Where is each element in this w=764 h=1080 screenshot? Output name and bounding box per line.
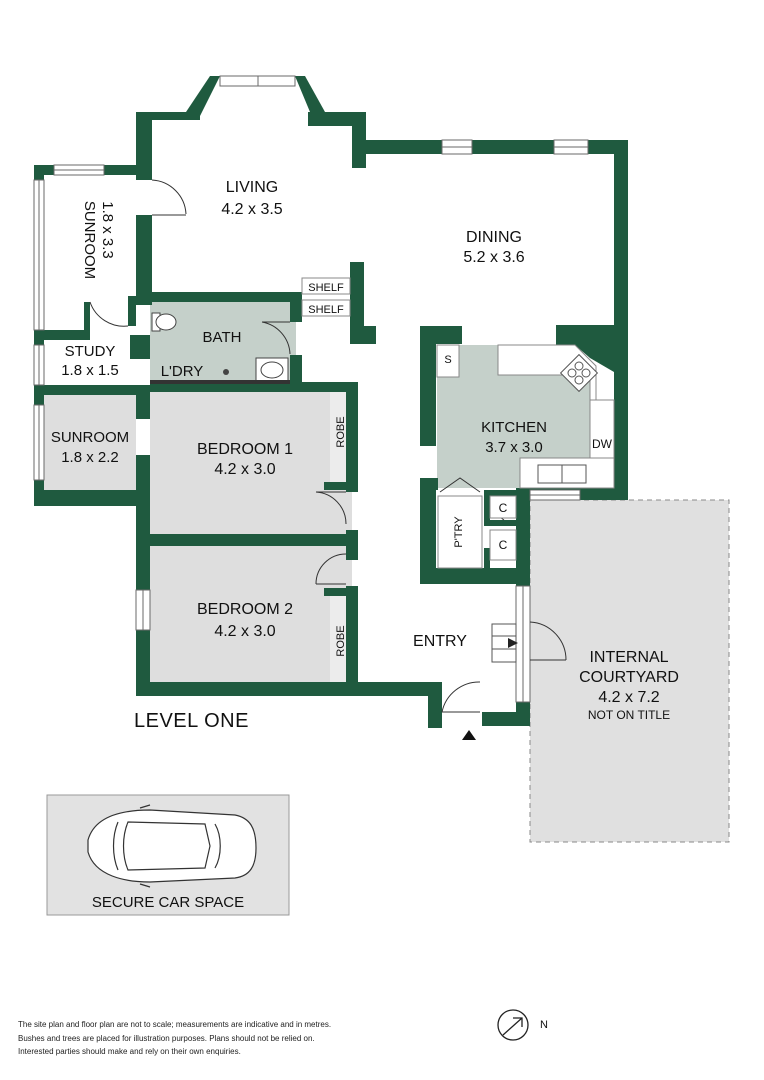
kitchen-size: 3.7 x 3.0 <box>485 439 543 456</box>
cupboard1-label: C <box>499 501 508 515</box>
bedroom2-size: 4.2 x 3.0 <box>214 623 275 640</box>
dining-size: 5.2 x 3.6 <box>463 249 524 266</box>
entry-arrow-icon <box>462 730 476 740</box>
bedroom1-door-swing <box>315 491 347 525</box>
doors <box>89 179 567 713</box>
sunroom-top-size: 1.8 x 3.3 <box>99 201 116 259</box>
compass-label: N <box>540 1019 548 1031</box>
cooktop <box>559 353 599 393</box>
disclaimer: The site plan and floor plan are not to … <box>18 1018 398 1059</box>
shelf2-box <box>301 299 351 317</box>
courtyard-arrow-icon <box>508 638 518 648</box>
laundry-bench <box>150 380 290 384</box>
level-title: LEVEL ONE <box>134 710 249 732</box>
disclaimer-line-2: Bushes and trees are placed for illustra… <box>18 1033 315 1043</box>
entry-name: ENTRY <box>413 633 467 650</box>
pantry-label: P'TRY <box>453 516 465 548</box>
floor-fills <box>44 302 730 843</box>
pantry-cabinet <box>437 495 483 569</box>
burner-icon <box>574 375 584 385</box>
living-name: LIVING <box>226 179 278 196</box>
compass-icon <box>497 1009 529 1041</box>
courtyard-size: 4.2 x 7.2 <box>598 689 659 706</box>
pantry-door-swing <box>439 477 481 493</box>
sunroom-door-swing <box>89 301 129 327</box>
bedroom2-name: BEDROOM 2 <box>197 601 293 618</box>
bath-name: BATH <box>203 329 242 346</box>
living-door-swing <box>151 179 187 215</box>
courtyard-name-line1: INTERNAL <box>589 649 668 666</box>
bath-door-swing <box>261 321 291 355</box>
s-cabinet <box>436 344 460 378</box>
windows <box>33 75 589 703</box>
car-space <box>46 794 290 916</box>
bedroom2-fill <box>150 546 352 682</box>
fixtures <box>150 277 615 740</box>
shelf1-box <box>301 277 351 295</box>
toilet-bowl <box>155 313 177 331</box>
courtyard-door-swing <box>529 621 567 661</box>
entry-door-swing <box>441 681 481 713</box>
kitchen-name: KITCHEN <box>481 419 547 436</box>
study-name: STUDY <box>65 343 116 360</box>
burner-icon <box>581 368 591 378</box>
labels: LIVING 4.2 x 3.5 DINING 5.2 x 3.6 SUNROO… <box>51 179 679 1031</box>
cupboard2-label: C <box>499 538 508 552</box>
study-size: 1.8 x 1.5 <box>61 362 119 379</box>
bedroom1-name: BEDROOM 1 <box>197 441 293 458</box>
bedroom2-door-swing <box>315 553 347 585</box>
shelf2-label: SHELF <box>308 304 344 316</box>
courtyard-note: NOT ON TITLE <box>588 708 670 722</box>
sunroom-top-name: SUNROOM <box>81 201 98 279</box>
living-size: 4.2 x 3.5 <box>221 201 282 218</box>
courtyard-name-line2: COURTYARD <box>579 669 679 686</box>
laundry-tap-icon <box>223 369 229 375</box>
disclaimer-line-1: The site plan and floor plan are not to … <box>18 1020 332 1029</box>
compass <box>497 1009 529 1041</box>
cupboard2-box <box>489 529 517 561</box>
courtyard-fill <box>529 499 730 843</box>
shelf1-label: SHELF <box>308 282 344 294</box>
kitchen-fill <box>437 345 590 488</box>
basin-bowl <box>260 361 284 379</box>
car-icon <box>87 804 257 888</box>
sunroom-bottom-fill <box>44 395 136 493</box>
bedroom1-size: 4.2 x 3.0 <box>214 461 275 478</box>
robe1-label: ROBE <box>335 416 347 447</box>
laundry-name: L'DRY <box>161 363 204 380</box>
dining-name: DINING <box>466 229 522 246</box>
s-label: S <box>444 354 451 366</box>
bedroom1-fill <box>150 392 352 534</box>
car-space-label: SECURE CAR SPACE <box>92 894 244 911</box>
disclaimer-line-3: Interested parties should make and rely … <box>18 1047 241 1056</box>
sunroom-bottom-size: 1.8 x 2.2 <box>61 449 119 466</box>
cupboard1-box <box>489 495 517 519</box>
dishwasher-label: DW <box>592 437 613 451</box>
burner-icon <box>567 368 577 378</box>
burner-icon <box>574 361 584 371</box>
sunroom-bottom-name: SUNROOM <box>51 429 129 446</box>
robe2-label: ROBE <box>335 625 347 656</box>
